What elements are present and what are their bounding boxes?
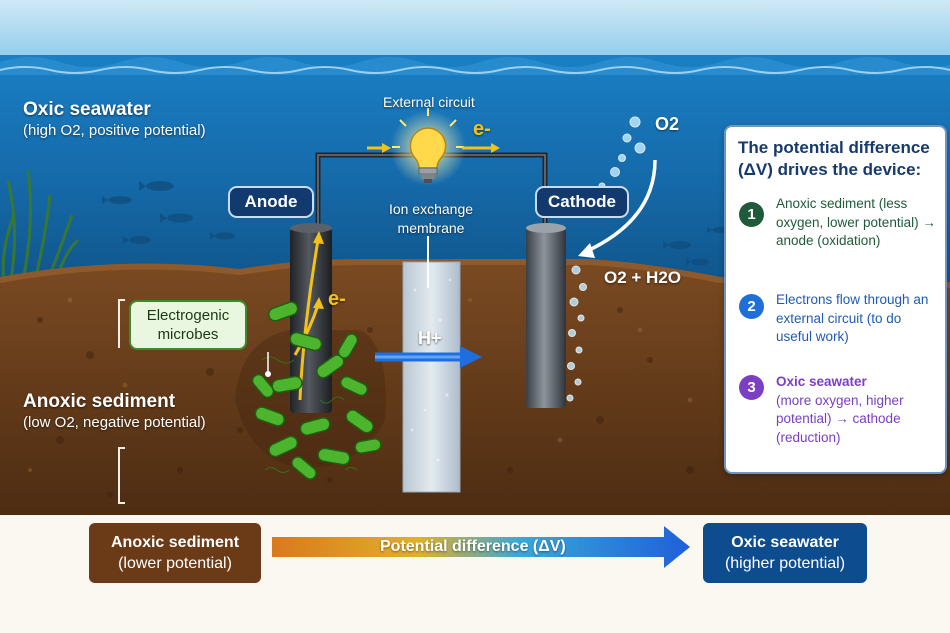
info-panel: The potential difference (ΔV) drives the… xyxy=(724,125,947,474)
step-3-number: 3 xyxy=(739,375,764,400)
lower-potential-title: Anoxic sediment xyxy=(110,534,240,551)
higher-potential-sub: (higher potential) xyxy=(724,555,846,572)
microbes-label-line1: Electrogenic xyxy=(146,307,230,324)
anoxic-sediment-subtitle: (low O2, negative potential) xyxy=(23,414,206,431)
higher-potential-title: Oxic seawater xyxy=(731,534,839,551)
step-1-text: Anoxic sediment (less oxygen, lower pote… xyxy=(776,196,936,248)
proton-label: H+ xyxy=(418,328,442,348)
oxic-seawater-subtitle: (high O2, positive potential) xyxy=(23,122,206,139)
microbes-label-line2: microbes xyxy=(157,326,219,343)
info-panel-title: The potential difference (ΔV) drives the… xyxy=(738,138,930,179)
higher-potential-box: Oxic seawater (higher potential) xyxy=(703,523,867,583)
step-3-title: Oxic seawater xyxy=(776,374,867,389)
oxygen-label: O2 xyxy=(655,114,680,134)
lower-potential-sub: (lower potential) xyxy=(118,555,232,572)
electron-label-anode: e- xyxy=(328,288,346,310)
step-3-text: Oxic seawater (more oxygen, higher poten… xyxy=(776,373,938,447)
cathode-label: Cathode xyxy=(535,186,629,218)
electron-label-circuit: e- xyxy=(473,118,491,140)
lower-potential-box: Anoxic sediment (lower potential) xyxy=(89,523,261,583)
electrogenic-microbes-label: Electrogenic microbes xyxy=(129,300,247,350)
anode-label: Anode xyxy=(228,186,314,218)
membrane-label: Ion exchange membrane xyxy=(376,200,486,238)
oxic-seawater-title: Oxic seawater xyxy=(23,99,151,120)
step-2-number: 2 xyxy=(739,294,764,319)
membrane-label-line1: Ion exchange xyxy=(388,201,474,217)
step-2-text: Electrons flow through an external circu… xyxy=(776,292,929,344)
external-circuit-label: External circuit xyxy=(383,94,475,110)
anoxic-sediment-title: Anoxic sediment xyxy=(23,391,176,412)
potential-difference-label: Potential difference (ΔV) xyxy=(380,538,566,555)
reaction-label: O2 + H2O xyxy=(604,268,682,287)
step-1-number: 1 xyxy=(739,202,764,227)
membrane-label-line2: membrane xyxy=(397,220,465,236)
step-3-body: (more oxygen, higher potential) → cathod… xyxy=(776,392,904,445)
